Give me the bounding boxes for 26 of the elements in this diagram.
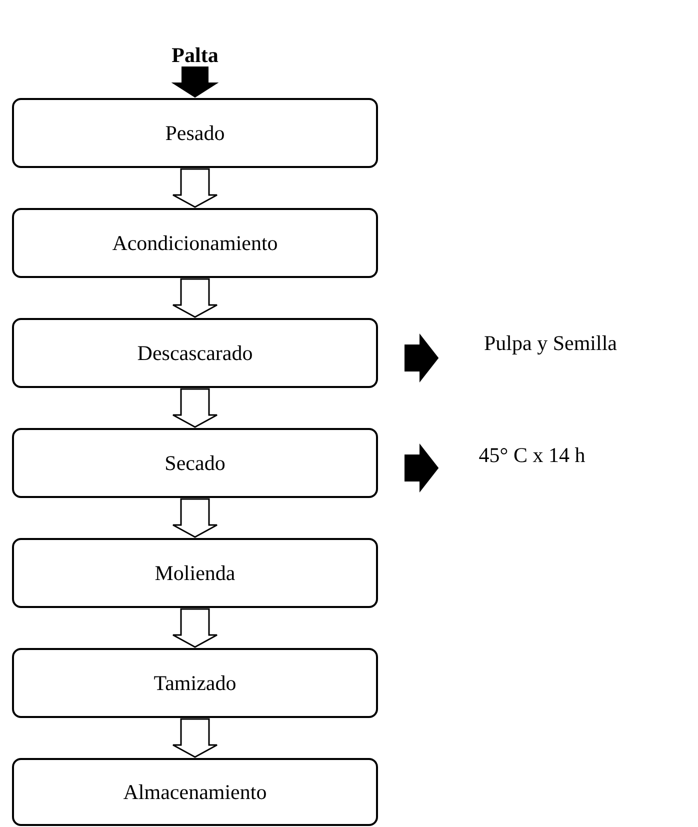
block-arrow	[404, 334, 439, 382]
block-arrow	[172, 718, 218, 758]
block-arrow	[172, 278, 218, 318]
step-label: Secado	[164, 450, 226, 476]
block-arrow	[172, 388, 218, 428]
process-box	[12, 318, 378, 388]
output-label: 45° C x 14 h	[462, 437, 602, 473]
step-label: Almacenamiento	[123, 780, 267, 804]
process-box	[12, 648, 378, 718]
step-label: Acondicionamiento	[112, 230, 278, 256]
block-arrow	[172, 168, 218, 208]
process-box	[12, 428, 378, 498]
process-box	[12, 208, 378, 278]
input-label: Palta	[150, 38, 240, 72]
block-arrow	[172, 608, 218, 648]
process-box	[12, 538, 378, 608]
step-label: Pesado	[165, 120, 225, 146]
process-box	[12, 758, 378, 826]
step-label: Molienda	[154, 560, 236, 586]
output-label: Pulpa y Semilla	[458, 325, 643, 361]
process-box	[12, 98, 378, 168]
block-arrow	[171, 66, 219, 98]
step-label: Tamizado	[154, 670, 236, 696]
block-arrow	[172, 498, 218, 538]
step-label: Descascarado	[137, 340, 253, 366]
block-arrow	[404, 444, 439, 492]
